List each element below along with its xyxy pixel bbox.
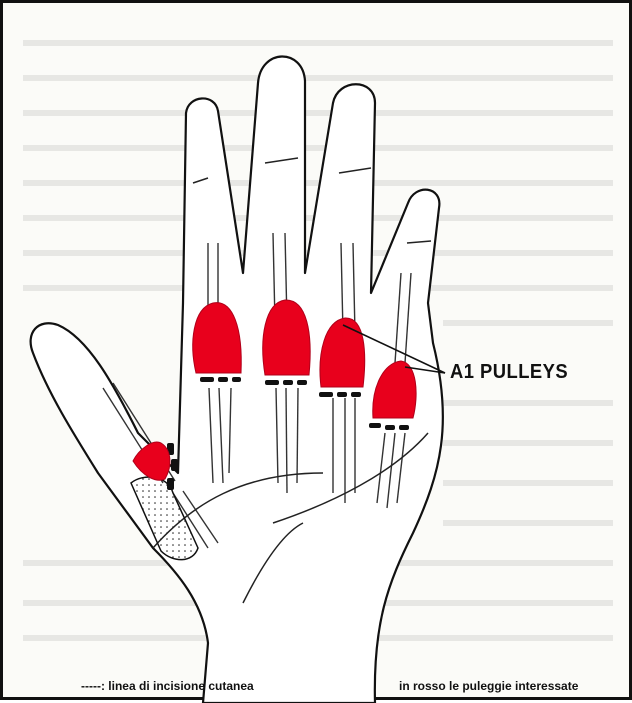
a1-pulleys-label: A1 PULLEYS xyxy=(450,361,568,384)
pulley-middle xyxy=(263,300,310,375)
legend-red-pulleys: in rosso le puleggie interessate xyxy=(399,679,578,693)
legend-incision-line: -----: linea di incisione cutanea xyxy=(81,679,254,693)
hand-illustration xyxy=(3,3,632,703)
